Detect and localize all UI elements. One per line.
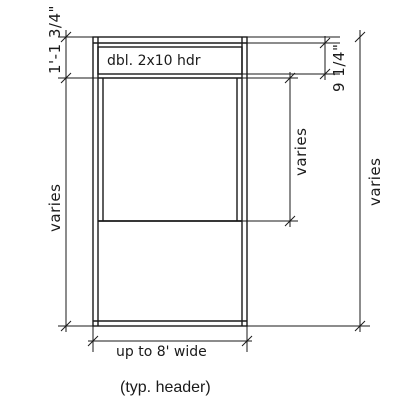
left-tick-bottom [60,320,72,332]
header-tick-bottom [319,68,331,80]
bottom-tick-left [87,335,99,347]
bottom-dim-label: up to 8' wide [116,344,207,360]
right-overall-dim-label: varies [366,158,384,206]
wall-frame [92,36,248,327]
mid-tick-bottom [284,215,296,227]
header-depth-dimension [242,36,340,80]
middle-dim-label: varies [292,128,310,176]
left-tick-mid [60,72,72,84]
bottom-tick-right [241,335,253,347]
right-top-dim-label: 9 1/4" [330,44,348,92]
header-beam [97,46,243,75]
header-label: dbl. 2x10 hdr [107,53,201,69]
drawing-caption: (typ. header) [120,379,211,396]
overall-tick-bottom [354,320,366,332]
left-top-dim-label: 1'-1 3/4" [46,5,64,74]
opening-height-dimension [242,72,298,227]
width-dimension [87,326,253,352]
left-main-dim-label: varies [46,184,64,232]
wall-outline [92,36,248,327]
overall-height-dimension [247,30,370,332]
overall-tick-top [354,31,366,43]
left-dimension [58,30,98,332]
mid-tick-top [284,72,296,84]
header-tick-top [319,37,331,49]
left-tick-top [60,31,72,43]
